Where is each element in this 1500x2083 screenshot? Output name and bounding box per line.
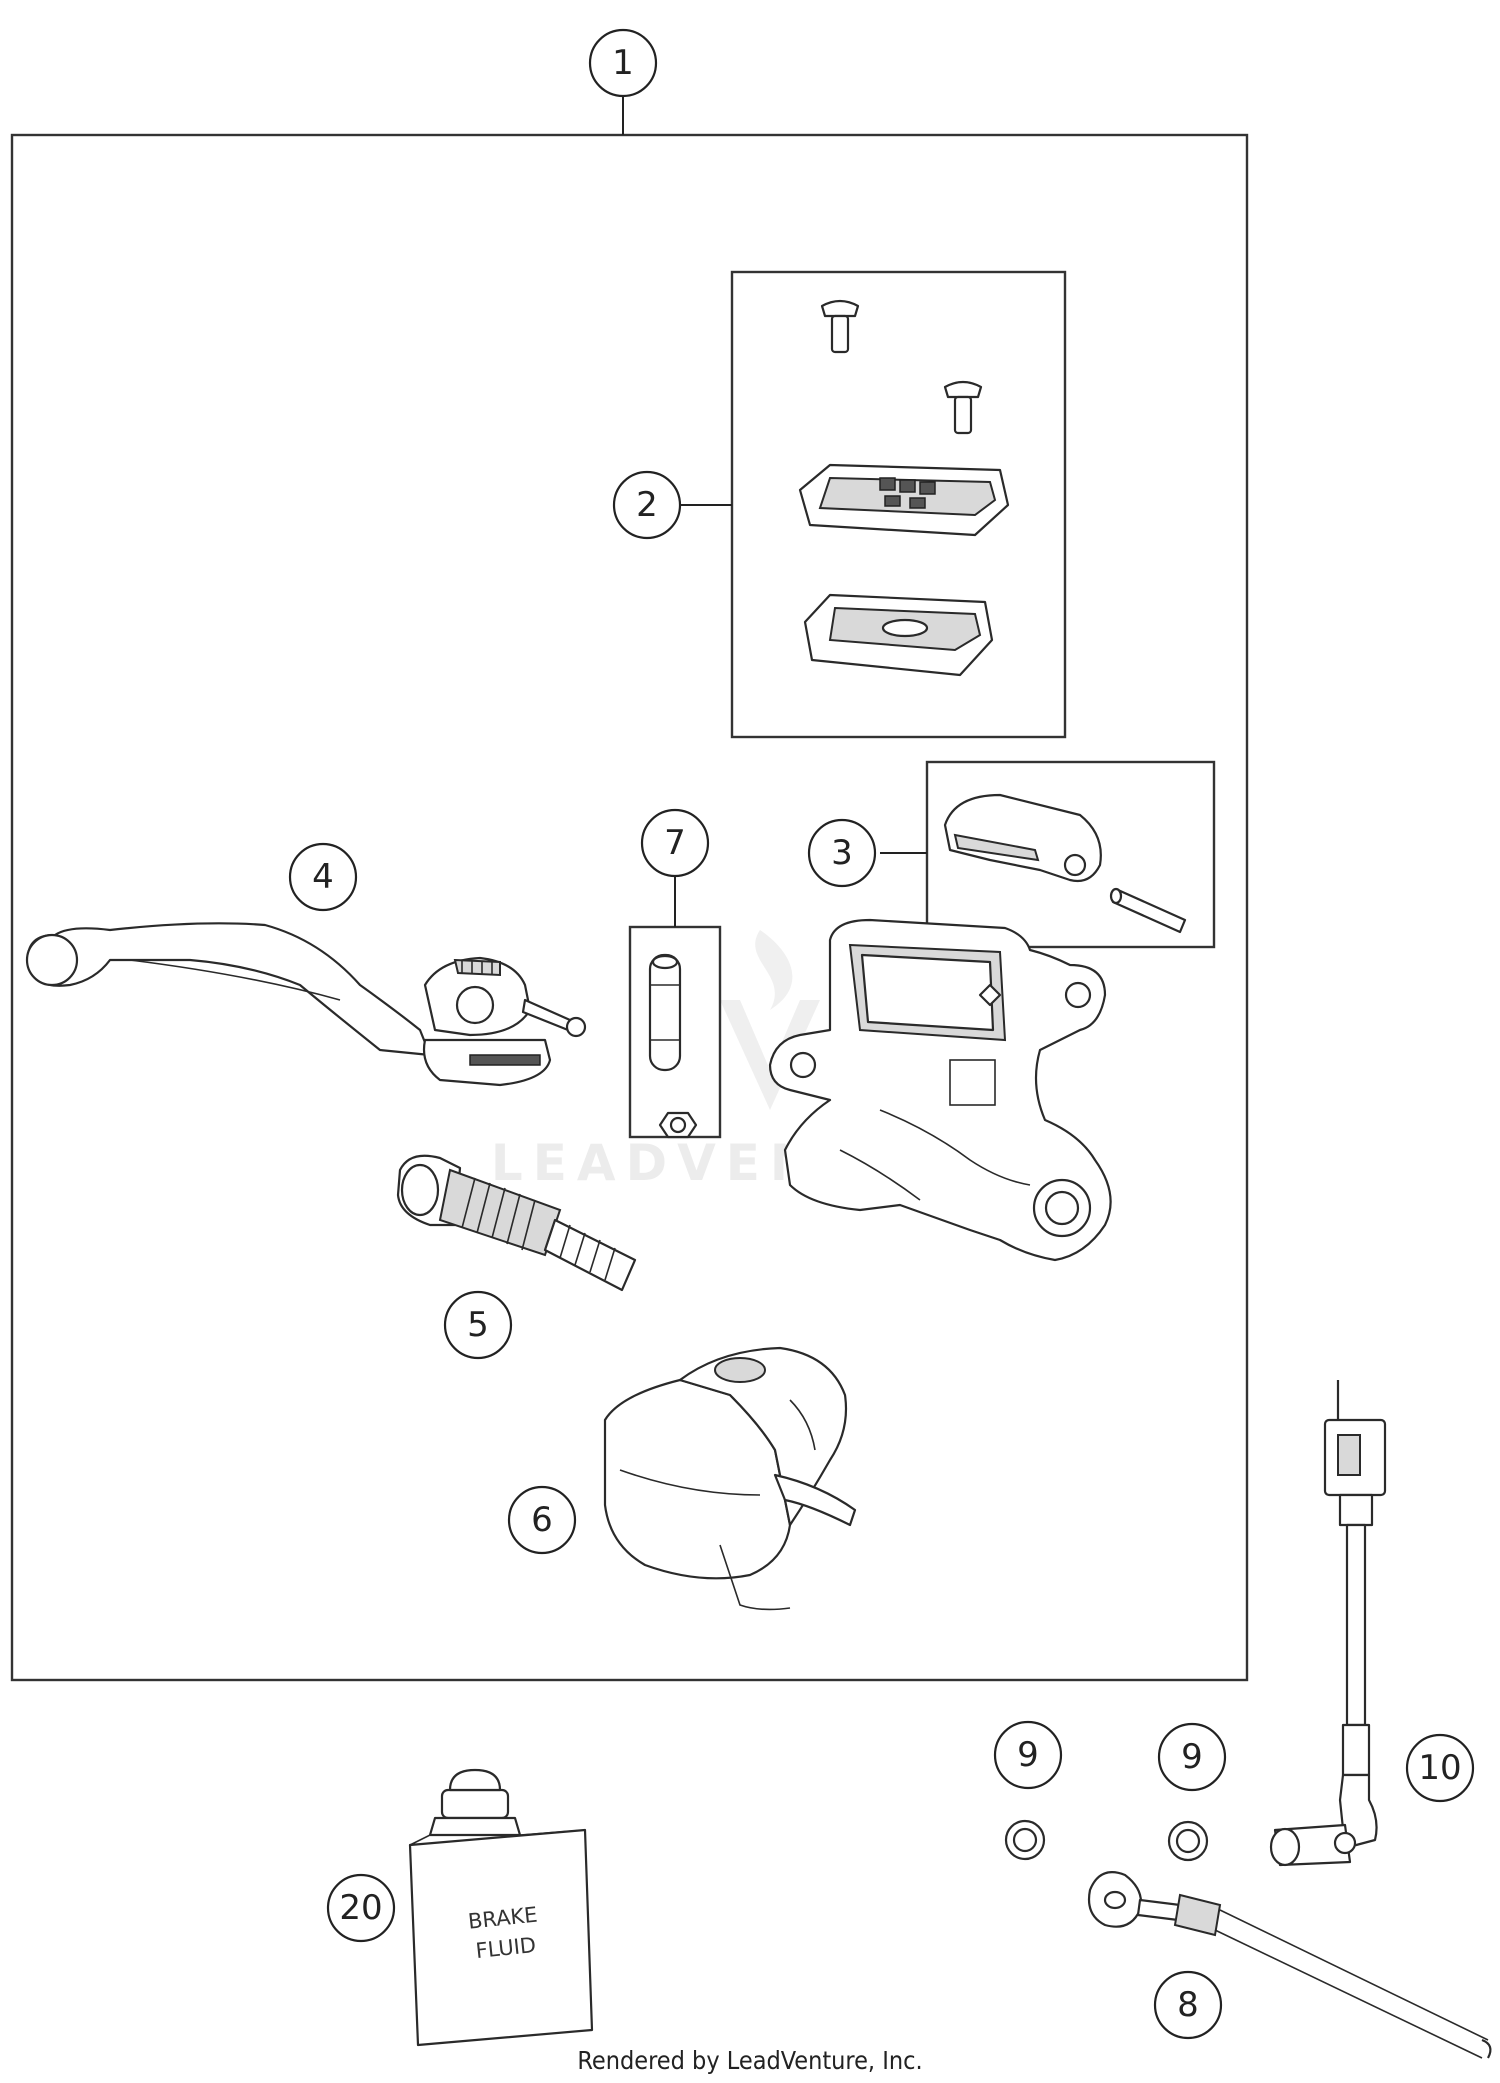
pivot-pin <box>648 953 682 1072</box>
callout-1: 1 <box>588 28 658 98</box>
callout-9b-label: 9 <box>1181 1737 1203 1777</box>
callout-3: 3 <box>807 818 877 888</box>
cover-screw-1 <box>820 299 860 354</box>
callout-10: 10 <box>1405 1733 1475 1803</box>
callout-2: 2 <box>612 470 682 540</box>
sealing-ring-2 <box>1167 1820 1209 1862</box>
callout-8: 8 <box>1153 1970 1223 2040</box>
callout-9a-label: 9 <box>1017 1735 1039 1775</box>
brake-line <box>1087 1871 1492 2059</box>
callout-10-label: 10 <box>1418 1748 1461 1788</box>
piston-assembly <box>396 1154 637 1292</box>
brake-light-switch <box>1269 1380 1387 1867</box>
callout-2-label: 2 <box>636 485 658 525</box>
clamp-pin <box>1109 887 1187 934</box>
callout-20: 20 <box>326 1873 396 1943</box>
footer-credit: Rendered by LeadVenture, Inc. <box>577 2046 923 2075</box>
callout-4-label: 4 <box>312 857 334 897</box>
master-cylinder-body <box>768 918 1112 1262</box>
reservoir-membrane <box>803 593 994 677</box>
callout-6-label: 6 <box>531 1500 553 1540</box>
handlebar-clamp <box>943 793 1102 883</box>
callout-5: 5 <box>443 1290 513 1360</box>
callout-9a: 9 <box>993 1720 1063 1790</box>
lock-nut <box>658 1111 698 1139</box>
callout-20-label: 20 <box>339 1888 382 1928</box>
clamp-kit-frame <box>925 760 1216 949</box>
callout-8-label: 8 <box>1177 1985 1199 2025</box>
assembly-frame <box>10 133 1249 1682</box>
callout-7-label: 7 <box>664 823 686 863</box>
brake-fluid-bottle: BRAKE FLUID <box>408 1768 594 2047</box>
reservoir-cover <box>798 463 1010 537</box>
cover-screw-2 <box>943 380 983 435</box>
lever-cover <box>603 1346 857 1611</box>
callout-5-label: 5 <box>467 1305 489 1345</box>
callout-3-label: 3 <box>831 833 853 873</box>
callout-1-label: 1 <box>612 43 634 83</box>
callout-9b: 9 <box>1157 1722 1227 1792</box>
callout-7: 7 <box>640 808 710 878</box>
callout-6: 6 <box>507 1485 577 1555</box>
callout-4: 4 <box>288 842 358 912</box>
sealing-ring-1 <box>1004 1819 1046 1861</box>
brake-lever <box>25 922 587 1087</box>
